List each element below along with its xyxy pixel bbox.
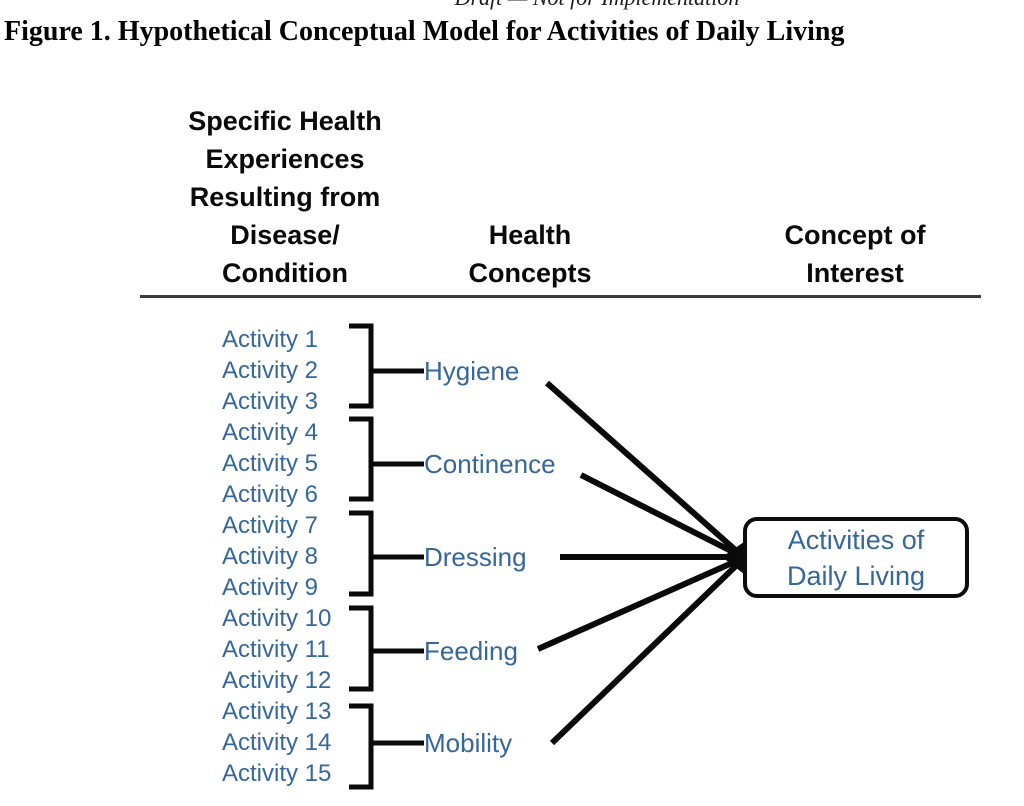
column-header-line: Concepts (468, 258, 592, 288)
health-concept-mobility: Mobility (424, 728, 513, 758)
concept-of-interest-box: Activities of Daily Living (743, 517, 969, 598)
activity-label: Activity 6 (222, 481, 319, 508)
concept-to-box-connectors (536, 380, 745, 746)
activity-label: Activity 15 (222, 760, 332, 787)
group-bracket (349, 323, 424, 790)
column-header-line: Interest (806, 258, 904, 288)
activity-label: Activity 14 (222, 729, 332, 756)
activity-label: Activity 1 (222, 326, 319, 353)
activity-label: Activity 5 (222, 450, 319, 477)
activity-label: Activity 2 (222, 357, 319, 384)
activity-label: Activity 13 (222, 698, 332, 725)
activity-label: Activity 11 (222, 636, 330, 663)
column-header-line: Concept of (784, 220, 926, 250)
concept-of-interest-box-line: Daily Living (786, 560, 926, 591)
health-concept-hygiene: Hygiene (424, 356, 520, 386)
activity-label: Activity 8 (222, 543, 319, 570)
activity-label: Activity 9 (222, 574, 319, 601)
health-concept-dressing: Dressing (424, 542, 527, 572)
figure-title: Figure 1. Hypothetical Conceptual Model … (4, 16, 845, 47)
column-header-line: Disease/ (230, 220, 340, 250)
activity-label: Activity 3 (222, 388, 319, 415)
activity-label: Activity 10 (222, 605, 332, 632)
column-header-line: Experiences (205, 144, 365, 174)
column-header-line: Specific Health (188, 106, 382, 136)
header-divider-rule (140, 295, 981, 298)
activities-list: Activity 1 Activity 2 Activity 3 Activit… (222, 324, 382, 789)
activity-label: Activity 7 (222, 512, 319, 539)
activity-label: Activity 4 (222, 419, 319, 446)
column-header-specific-health: Specific Health Experiences Resulting fr… (130, 102, 440, 292)
column-header-line: Health (488, 220, 572, 250)
health-concept-continence: Continence (424, 449, 556, 479)
column-header-health-concepts: Health Concepts (430, 216, 630, 292)
activity-label: Activity 12 (222, 667, 332, 694)
draft-watermark-text: Draft — Not for Implementation (402, 0, 792, 11)
convergence-wedge (722, 542, 744, 574)
health-concept-feeding: Feeding (424, 636, 518, 666)
column-header-line: Condition (222, 258, 348, 288)
column-header-concept-of-interest: Concept of Interest (755, 216, 955, 292)
column-header-line: Resulting from (189, 182, 381, 212)
concept-of-interest-box-line: Activities of (787, 524, 925, 555)
